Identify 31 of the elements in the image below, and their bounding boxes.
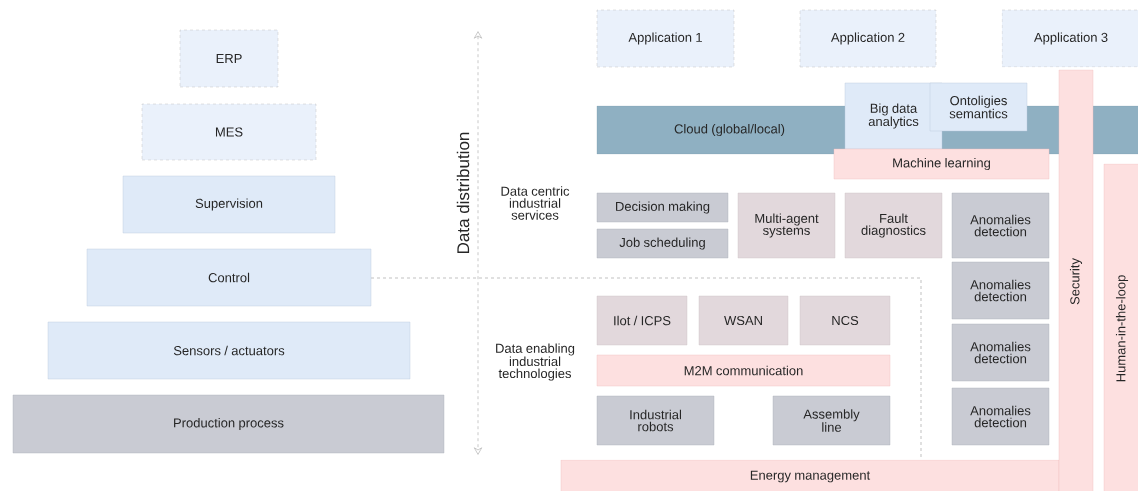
service-box: Anomalies detection <box>951 387 1050 446</box>
band: Machine learning <box>833 148 1050 180</box>
service-box: Assembly line <box>772 395 891 446</box>
section-label: Data centric industrial services <box>501 186 570 220</box>
service-box: Multi-agent systems <box>737 192 836 259</box>
level-box: Sensors / actuators <box>47 321 411 380</box>
application-box: Application 2 <box>799 9 937 68</box>
section-label: Data enabling industrial technologies <box>496 343 575 381</box>
service-box: WSAN <box>698 295 789 346</box>
level-box: MES <box>141 103 317 161</box>
band: Energy management <box>560 459 1060 491</box>
service-box: Anomalies detection <box>951 261 1050 320</box>
service-box: Job scheduling <box>596 228 729 259</box>
service-box: Fault diagnostics <box>844 192 943 259</box>
band: M2M communication <box>596 354 891 387</box>
axis-label: Data distribution <box>456 132 470 254</box>
service-box: Production process <box>12 394 445 454</box>
vertical-band: Human-in-the-loop <box>1103 163 1138 491</box>
level-box: Ontoligies semantics <box>929 82 1028 132</box>
vertical-band: Security <box>1058 69 1094 491</box>
level-box: Control <box>86 248 372 307</box>
service-box: Anomalies detection <box>951 192 1050 259</box>
service-box: Decision making <box>596 192 729 223</box>
application-box: Application 3 <box>1001 9 1138 68</box>
service-box: Anomalies detection <box>951 323 1050 382</box>
service-box: NCS <box>799 295 891 346</box>
level-box: ERP <box>179 29 279 88</box>
service-box: Ilot / ICPS <box>596 295 688 346</box>
level-box: Supervision <box>122 175 336 234</box>
service-box: Industrial robots <box>596 395 715 446</box>
application-box: Application 1 <box>596 9 735 68</box>
